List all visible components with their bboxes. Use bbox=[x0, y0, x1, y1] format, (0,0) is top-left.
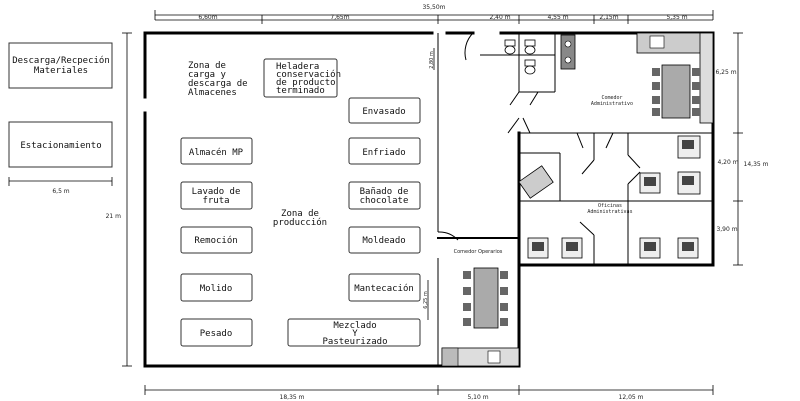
bottom-dimensions: 18,35 m 5,10 m 12,05 m bbox=[144, 385, 714, 401]
walls bbox=[143, 31, 715, 368]
dim-top-5: 2,15m bbox=[599, 14, 618, 21]
dim-bottom-3: 12,05 m bbox=[619, 394, 644, 401]
dim-total-width: 35,50m bbox=[422, 4, 445, 11]
moldeado-label: Moldeado bbox=[362, 236, 405, 246]
dim-right-1: 6,25 m bbox=[715, 69, 736, 76]
dim-lunch: 6,25 m bbox=[423, 291, 429, 309]
dining-table-operarios-icon bbox=[463, 267, 508, 329]
kitchen-counter-operarios-icon bbox=[441, 347, 520, 367]
dim-bath: 2,80 m bbox=[429, 51, 435, 69]
remocion-label: Remoción bbox=[194, 235, 237, 246]
dim-ext-width: 6,5 m bbox=[52, 188, 69, 195]
dim-right-3: 3,90 m bbox=[716, 226, 737, 233]
dim-top-3: 2,40 m bbox=[489, 14, 510, 21]
dim-top-4: 4,55 m bbox=[547, 14, 568, 21]
dim-top-1: 6,60m bbox=[198, 14, 217, 21]
kitchen-counter-icon bbox=[636, 32, 714, 124]
furniture bbox=[441, 32, 714, 367]
envasado-label: Envasado bbox=[362, 107, 405, 117]
top-dimensions: 35,50m 6,60m 7,65m 2,40 m 4,55 m 2,15m 5… bbox=[154, 4, 714, 24]
dim-height: 21 m bbox=[106, 213, 122, 220]
pesado-label: Pesado bbox=[200, 329, 233, 339]
inner-dimensions: 2,80 m 6,25 m bbox=[423, 48, 435, 320]
dim-right-2: 4,20 m bbox=[717, 159, 738, 166]
desk-icon bbox=[518, 135, 701, 259]
right-dimensions: 6,25 m 4,20 m 3,90 m 14,35 m bbox=[715, 32, 769, 266]
dim-top-2: 7,65m bbox=[330, 14, 349, 21]
enfriado-label: Enfriado bbox=[362, 148, 405, 158]
almacen-label: Almacén MP bbox=[189, 147, 244, 158]
mantecacion-label: Mantecación bbox=[354, 283, 414, 294]
descarga-box bbox=[8, 42, 113, 89]
sink-icon bbox=[560, 34, 576, 70]
dining-table-admin-icon bbox=[652, 64, 700, 119]
dim-bottom-2: 5,10 m bbox=[467, 394, 488, 401]
estacionamiento-box bbox=[8, 121, 113, 168]
dim-top-6: 5,35 m bbox=[666, 14, 687, 21]
dim-right-total: 14,35 m bbox=[744, 161, 769, 168]
toilet-icon bbox=[504, 39, 536, 75]
estacionamiento-label: Estacionamiento bbox=[20, 141, 101, 151]
molido-label: Molido bbox=[200, 284, 233, 294]
comedor-operarios-label: Comedor Operarios bbox=[454, 249, 503, 255]
dim-bottom-1: 18,35 m bbox=[280, 394, 305, 401]
